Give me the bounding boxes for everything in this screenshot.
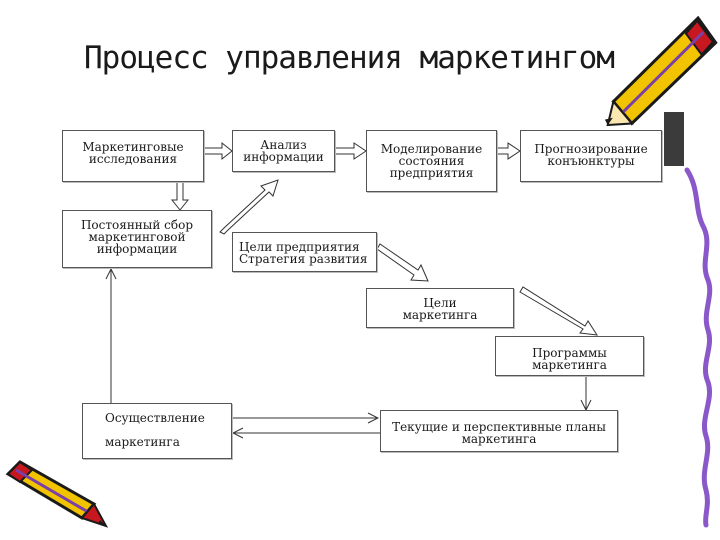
box-line: Текущие и перспективные планы [392, 420, 606, 434]
border-stripe [684, 167, 713, 528]
box-line: Программы [532, 346, 607, 360]
box-line: Осуществление [105, 411, 205, 425]
box-information-analysis: Анализ информации [232, 130, 335, 172]
box-marketing-goals: Цели маркетинга [366, 288, 514, 328]
box-enterprise-modeling: Моделирование состояния предприятия [366, 130, 497, 192]
box-line: Маркетинговые [82, 140, 184, 154]
box-line: маркетинговой [88, 230, 186, 244]
arrow-research-to-collection [170, 181, 190, 211]
arrow-mgoals-to-programs [519, 286, 598, 336]
box-marketing-plans: Текущие и перспективные планы маркетинга [380, 410, 618, 452]
box-marketing-implementation: Осуществление маркетинга [82, 403, 232, 459]
arrow-analysis-to-modeling [334, 142, 367, 160]
box-line: состояния [398, 154, 465, 168]
box-line: информации [96, 242, 178, 256]
arrow-collection-to-analysis [219, 179, 279, 235]
box-marketing-programs: Программы маркетинга [495, 336, 644, 376]
box-line: Цели [423, 296, 457, 310]
box-line: Анализ [260, 138, 307, 152]
box-line: информации [243, 150, 324, 164]
box-line: Моделирование [380, 142, 483, 156]
box-line: Стратегия развития [239, 252, 368, 266]
box-line: маркетинга [532, 358, 607, 372]
arrow-research-to-analysis [203, 141, 233, 161]
box-info-collection: Постоянный сбор маркетинговой информации [62, 210, 212, 268]
decorative-square [664, 112, 684, 166]
box-line: Постоянный сбор [80, 218, 194, 232]
arrow-goals-to-mgoals [376, 243, 429, 282]
box-enterprise-goals: Цели предприятия Стратегия развития [232, 232, 377, 272]
pencil-icon [5, 460, 109, 528]
box-line: предприятия [389, 166, 474, 180]
arrow-modeling-to-forecast [496, 142, 521, 160]
box-line: Прогнозирование [534, 142, 648, 156]
pencil-icon [604, 15, 718, 127]
box-line: Цели предприятия [239, 240, 360, 254]
box-line: маркетинга [461, 432, 537, 446]
box-marketing-research: Маркетинговые исследования [62, 130, 204, 182]
box-line: конъюнктуры [547, 154, 635, 168]
box-line: исследования [88, 152, 178, 166]
slide-title: Процесс управления маркетингом [84, 40, 615, 76]
box-market-forecast: Прогнозирование конъюнктуры [520, 130, 662, 182]
box-line: маркетинга [402, 308, 478, 322]
box-line: маркетинга [105, 435, 180, 449]
